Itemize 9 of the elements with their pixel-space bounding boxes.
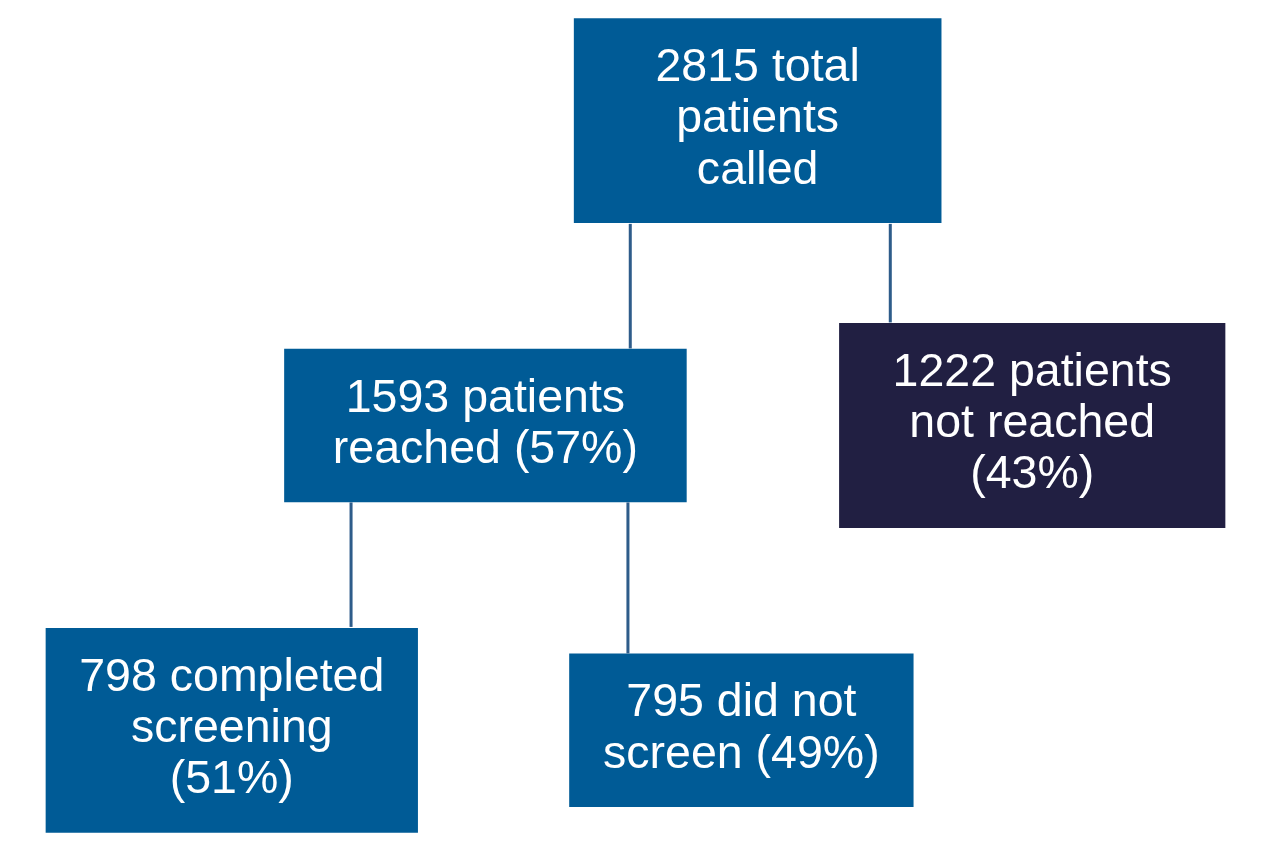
connector bbox=[625, 501, 629, 653]
connector bbox=[628, 223, 632, 348]
node-box: 1222 patients not reached (43%) bbox=[838, 322, 1225, 528]
node-box: 798 completed screening (51%) bbox=[45, 627, 418, 833]
connector bbox=[349, 501, 353, 627]
node-box: 1593 patients reached (57%) bbox=[283, 348, 687, 502]
connector bbox=[888, 223, 892, 322]
node-box: 795 did not screen (49%) bbox=[568, 653, 914, 807]
node-box: 2815 total patients called bbox=[573, 17, 941, 223]
